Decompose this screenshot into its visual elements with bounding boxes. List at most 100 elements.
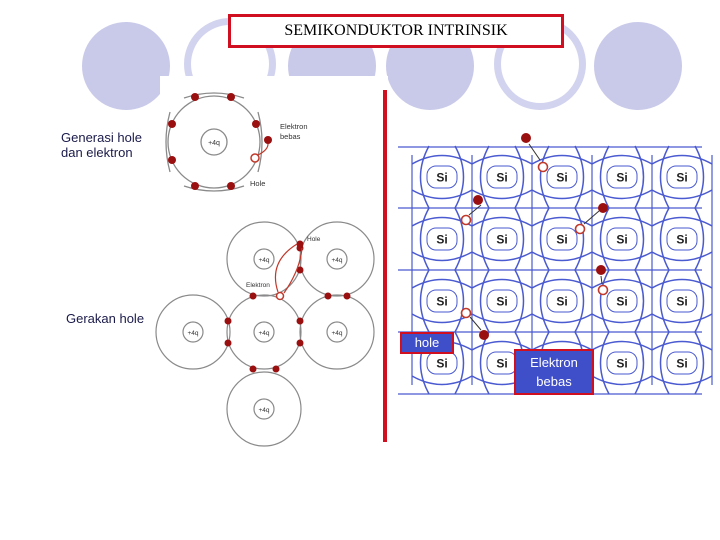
bond-arc — [479, 145, 490, 209]
si-atom-label: Si — [496, 233, 507, 247]
electron-dot — [191, 93, 199, 101]
charge-label: +4q — [208, 140, 220, 147]
bond-arc — [659, 269, 670, 333]
bond-arc — [479, 269, 490, 333]
bond-arc — [454, 145, 465, 209]
bond-arc — [651, 375, 713, 386]
bond-arc — [471, 278, 533, 289]
bond-arc — [591, 313, 653, 324]
free-electron-label-line1: Elektron — [280, 122, 308, 131]
bond-arc — [479, 207, 490, 271]
arrow — [600, 275, 603, 285]
bond-arc — [471, 154, 533, 165]
bond-arc — [471, 251, 533, 262]
si-atom-label: Si — [616, 233, 627, 247]
bond-arc — [539, 145, 550, 209]
si-atom-label: Si — [496, 295, 507, 309]
si-atom — [486, 289, 518, 313]
charge-label: +4q — [331, 257, 342, 264]
bond-arc — [591, 278, 653, 289]
bond-arc — [599, 207, 610, 271]
bond-arc — [651, 216, 713, 227]
bond-arc — [591, 189, 653, 200]
si-atom — [666, 165, 698, 189]
bond-arc — [694, 331, 705, 395]
atom-orbit-bottom — [226, 371, 302, 447]
electron-dot — [272, 365, 280, 373]
si-atom — [546, 165, 578, 189]
nucleus-circle — [326, 321, 348, 343]
bond-arc — [694, 207, 705, 271]
si-atom — [546, 227, 578, 251]
bond-arc — [599, 269, 610, 333]
arrow — [468, 204, 482, 216]
hole-marker — [250, 153, 260, 163]
si-atom-label: Si — [436, 295, 447, 309]
free-electron — [521, 133, 531, 143]
bond-arc — [539, 269, 550, 333]
hole — [574, 223, 586, 235]
bond-arc — [659, 331, 670, 395]
si-atom — [666, 351, 698, 375]
bond-arc — [694, 145, 705, 209]
electron-dot — [224, 339, 232, 347]
bond-arc — [471, 189, 533, 200]
bond-arc — [634, 207, 645, 271]
electron-dot — [168, 120, 176, 128]
bond-arc — [411, 251, 473, 262]
electron-callout-line2: bebas — [536, 374, 572, 389]
bond-arc — [599, 331, 610, 395]
bond-arc — [651, 340, 713, 351]
electron-label: Elektron — [246, 282, 270, 289]
charge-label: +4q — [331, 330, 342, 337]
atom-orbit-middle — [155, 294, 231, 370]
electron-dot — [168, 156, 176, 164]
arrow — [583, 210, 600, 225]
nucleus-circle — [182, 321, 204, 343]
bond-arc — [539, 207, 550, 271]
bond-arc — [531, 278, 593, 289]
hole-label: Hole — [307, 236, 321, 243]
electron-dot — [343, 292, 351, 300]
bond-arc — [514, 269, 525, 333]
atom-orbit — [167, 95, 261, 189]
si-atom-label: Si — [616, 357, 627, 371]
bond-arc — [574, 207, 585, 271]
bond-arc — [531, 189, 593, 200]
bond-arc — [651, 251, 713, 262]
bond-arc — [454, 207, 465, 271]
electron-dot — [324, 292, 332, 300]
atom-orbit-middle — [299, 294, 375, 370]
bond-arc — [659, 207, 670, 271]
bond-arc — [591, 216, 653, 227]
si-atom — [666, 227, 698, 251]
bond-arc — [531, 313, 593, 324]
si-atom — [666, 289, 698, 313]
bond-arc — [531, 340, 593, 351]
electron-dot — [296, 317, 304, 325]
free-electron — [596, 265, 606, 275]
si-atom — [426, 165, 458, 189]
decor-circle — [594, 22, 682, 110]
si-atom — [486, 165, 518, 189]
electron-dot — [296, 339, 304, 347]
electron-callout-line1: Elektron — [530, 355, 578, 370]
bond-arc — [514, 145, 525, 209]
electron-dot — [224, 317, 232, 325]
free-electron-dot — [264, 136, 272, 144]
electron-dot — [252, 120, 260, 128]
hole-motion-label: Gerakan hole — [66, 311, 145, 326]
bond-arc — [183, 185, 245, 192]
electron-dot — [191, 182, 199, 190]
bond-arc — [591, 375, 653, 386]
si-atom-label: Si — [556, 295, 567, 309]
moving-electron — [296, 240, 304, 248]
bond-arc — [634, 331, 645, 395]
hole — [597, 284, 609, 296]
bond-arc — [471, 340, 533, 351]
nucleus-circle — [200, 128, 228, 156]
si-atom-label: Si — [676, 295, 687, 309]
bond-arc — [419, 269, 430, 333]
si-atom — [546, 289, 578, 313]
